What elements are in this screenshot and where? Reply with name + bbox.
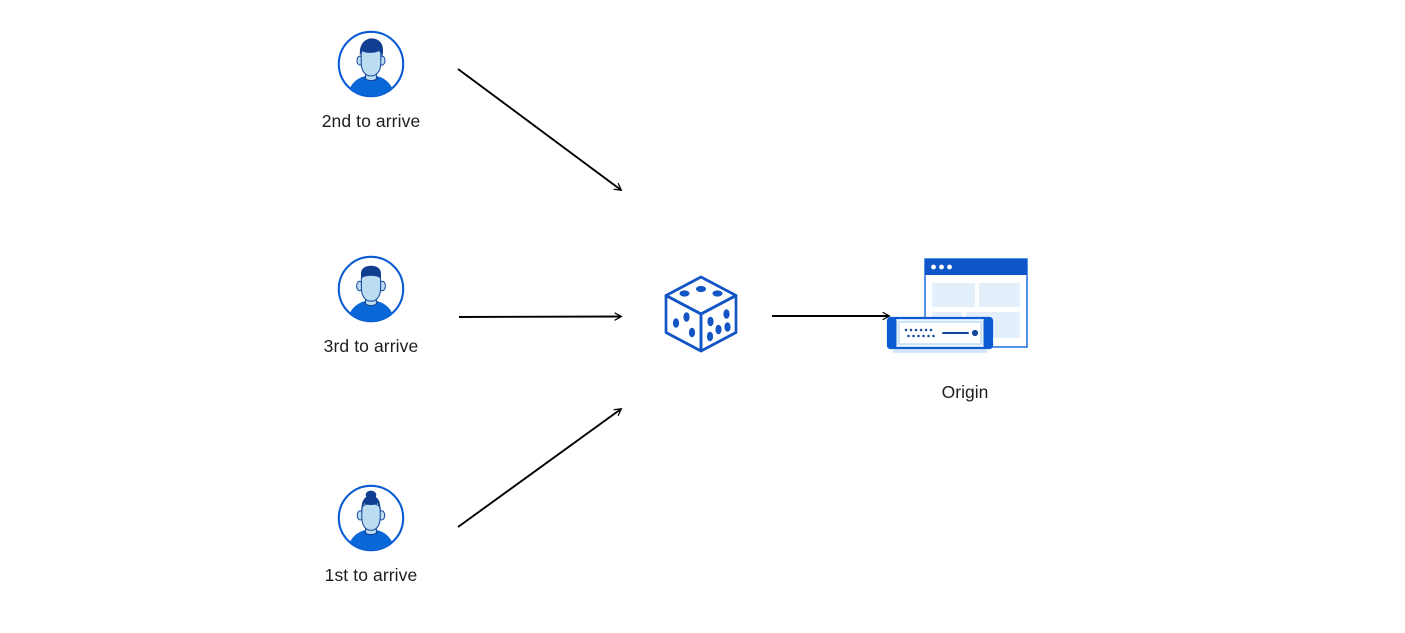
dice-top-pips: [679, 285, 723, 297]
dice-right-pips: [706, 309, 731, 342]
user-avatar-icon: [337, 30, 405, 98]
node-user-3rd[interactable]: 3rd to arrive: [291, 254, 451, 357]
edge-3rd-to-dice: [458, 312, 623, 321]
node-label-origin: Origin: [941, 382, 989, 402]
server-device-icon: [886, 316, 994, 353]
node-user-1st[interactable]: 1st to arrive: [291, 483, 451, 586]
user-avatar-icon: [337, 255, 405, 323]
edge-1st-to-dice: [457, 408, 623, 528]
user-avatar-icon: [337, 484, 405, 552]
node-label-user-3rd: 3rd to arrive: [323, 336, 419, 356]
server-led-dots: [904, 328, 935, 338]
node-randomizer[interactable]: [655, 268, 747, 360]
origin-server-icon: [886, 258, 1028, 353]
node-user-2nd[interactable]: 2nd to arrive: [291, 29, 451, 132]
node-origin[interactable]: Origin: [880, 252, 1050, 403]
dice-icon: [664, 275, 738, 353]
node-label-user-1st: 1st to arrive: [324, 565, 418, 585]
dice-left-pips: [672, 312, 696, 338]
edge-2nd-to-dice: [457, 68, 623, 192]
node-label-user-2nd: 2nd to arrive: [321, 111, 421, 131]
